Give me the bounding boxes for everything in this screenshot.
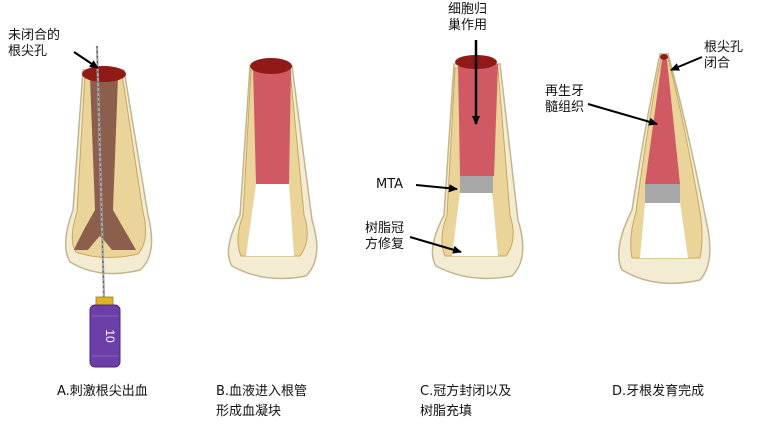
arrow-mta xyxy=(415,184,458,193)
file-handle xyxy=(89,304,121,368)
label-cell-homing: 细胞归 巢作用 xyxy=(448,2,488,33)
arrow-regenerated-pulp xyxy=(587,103,658,126)
mta-layer-c xyxy=(460,175,493,193)
blood-clot-b xyxy=(253,68,291,184)
tooth-panel-b xyxy=(227,58,318,280)
tooth-panel-d xyxy=(617,53,711,285)
arrow-apex-closure xyxy=(670,56,703,71)
open-apex-a xyxy=(82,66,126,82)
tooth-panel-a: 10 xyxy=(64,45,153,368)
caption-panel-a: A.刺激根尖出血 xyxy=(57,384,148,399)
caption-panel-b: B.血液进入根管 形成血凝块 xyxy=(216,384,308,419)
resin-restoration-c xyxy=(452,192,498,256)
closed-apex-d xyxy=(660,54,668,60)
arrow-open-apex xyxy=(73,51,99,69)
mta-layer-d xyxy=(645,184,680,203)
resin-restoration-d xyxy=(640,202,688,258)
label-mta: MTA xyxy=(376,177,404,192)
canal-white-b xyxy=(246,184,294,256)
canal-space-a xyxy=(74,78,136,250)
arrow-resin-crown xyxy=(409,236,462,254)
apex-blood-b xyxy=(250,58,292,74)
caption-panel-c: C.冠方封闭以及 树脂充填 xyxy=(420,384,512,419)
file-size-label: 10 xyxy=(103,329,117,343)
label-apex-closure: 根尖孔 闭合 xyxy=(704,40,744,71)
caption-panel-d: D.牙根发育完成 xyxy=(612,384,705,399)
tooth-panel-c xyxy=(431,55,524,280)
endodontic-file-flutes xyxy=(96,45,105,301)
label-open-apex: 未闭合的 根尖孔 xyxy=(8,28,61,59)
label-resin-crown: 树脂冠 方修复 xyxy=(365,221,405,252)
blood-clot-c xyxy=(458,64,498,176)
regenerated-pulp-d xyxy=(645,60,680,184)
label-regenerated-pulp: 再生牙 髓组织 xyxy=(545,84,585,115)
